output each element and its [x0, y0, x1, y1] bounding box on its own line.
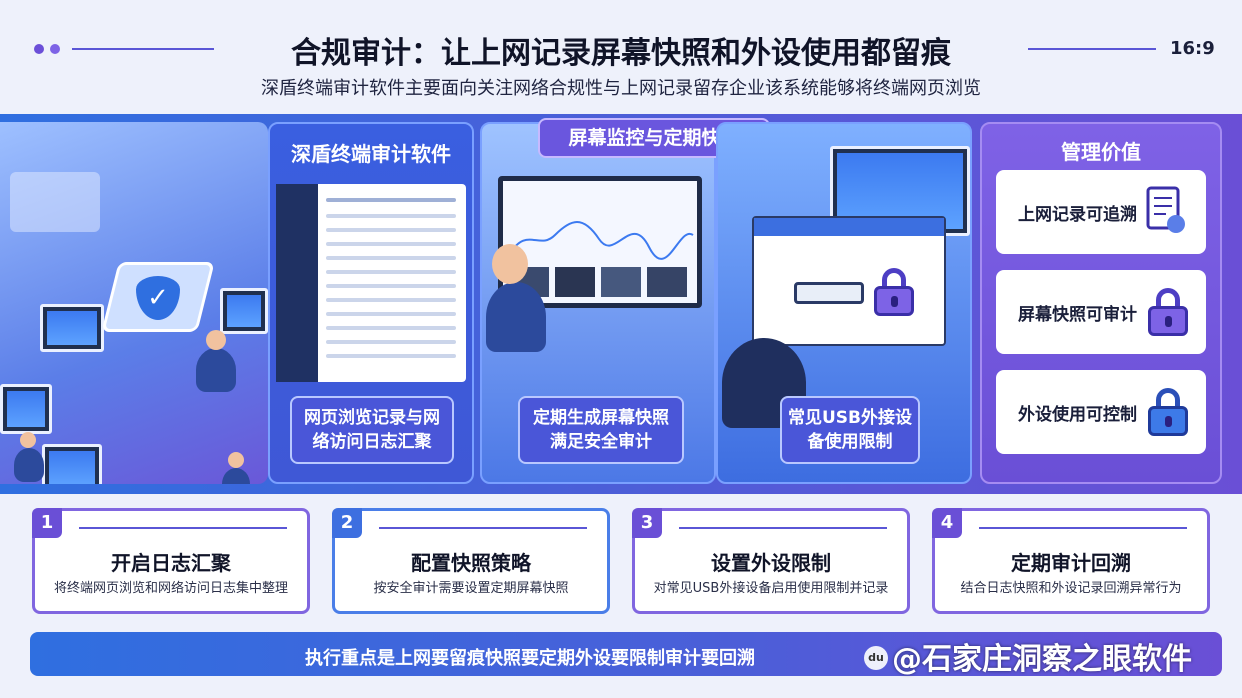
usb-blocked-dialog: [752, 216, 946, 346]
step-desc: 结合日志快照和外设记录回溯异常行为: [960, 581, 1182, 596]
screen-monitor-panel: 定期生成屏幕快照满足安全审计: [480, 122, 716, 484]
page-title: 合规审计：让上网记录屏幕快照和外设使用都留痕: [291, 36, 951, 71]
watermark-logo-icon: du: [864, 646, 888, 670]
value-card-traceable: 上网记录可追溯: [996, 170, 1206, 254]
step-title: 配置快照策略: [411, 551, 531, 575]
monitor-icon: [40, 304, 104, 352]
divider-left: [72, 48, 214, 50]
step-number: 1: [32, 508, 62, 538]
lock-icon: [1148, 288, 1188, 336]
aspect-ratio-label: 16:9: [1170, 38, 1215, 59]
value-card-controllable: 外设使用可控制: [996, 370, 1206, 454]
value-label: 屏幕快照可审计: [1018, 305, 1137, 325]
lock-icon: [1148, 388, 1188, 436]
monitor-screen: [498, 176, 702, 308]
decor-dots: [34, 44, 60, 54]
divider-right: [1028, 48, 1156, 50]
step-desc: 对常见USB外接设备启用使用限制并记录: [653, 581, 889, 596]
person-icon: [14, 448, 44, 482]
monitor-icon: [220, 288, 268, 334]
usb-feature-tag: 常见USB外接设备使用限制: [780, 396, 920, 464]
step-card-3: 3 设置外设限制 对常见USB外接设备启用使用限制并记录: [632, 508, 910, 614]
page-subtitle: 深盾终端审计软件主要面向关注网络合规性与上网记录留存企业该系统能够将终端网页浏览: [261, 78, 981, 99]
watermark-text: @石家庄洞察之眼软件: [892, 642, 1192, 677]
software-panel: 深盾终端审计软件 网页浏览记录与网络访问日志汇聚: [268, 122, 474, 484]
value-label: 上网记录可追溯: [1018, 205, 1137, 225]
software-title: 深盾终端审计软件: [291, 142, 451, 166]
snapshot-thumb: [647, 267, 687, 297]
person-icon: [222, 468, 250, 484]
document-check-icon: [1146, 186, 1185, 233]
step-title: 设置外设限制: [711, 551, 831, 575]
screen-feature-tag: 定期生成屏幕快照满足安全审计: [518, 396, 684, 464]
audit-software-screen: [276, 184, 466, 382]
person-icon: [486, 282, 546, 352]
step-number: 2: [332, 508, 362, 538]
value-title: 管理价值: [1061, 140, 1141, 164]
header: 合规审计：让上网记录屏幕快照和外设使用都留痕 16:9 深盾终端审计软件主要面向…: [0, 0, 1242, 112]
software-feature-tag: 网页浏览记录与网络访问日志汇聚: [290, 396, 454, 464]
step-desc: 按安全审计需要设置定期屏幕快照: [373, 581, 569, 596]
person-icon: [196, 348, 236, 392]
footer-banner: 执行重点是上网要留痕快照要定期外设要限制审计要回溯: [30, 632, 1222, 676]
usb-drive-icon: [794, 282, 864, 304]
step-card-4: 4 定期审计回溯 结合日志快照和外设记录回溯异常行为: [932, 508, 1210, 614]
lock-icon: [874, 268, 914, 316]
step-title: 定期审计回溯: [1011, 551, 1131, 575]
value-label: 外设使用可控制: [1018, 405, 1137, 425]
app-sidebar: [276, 184, 318, 382]
step-card-2: 2 配置快照策略 按安全审计需要设置定期屏幕快照: [332, 508, 610, 614]
step-card-1: 1 开启日志汇聚 将终端网页浏览和网络访问日志集中整理: [32, 508, 310, 614]
monitor-icon: [42, 444, 102, 484]
footer-text: 执行重点是上网要留痕快照要定期外设要限制审计要回溯: [305, 648, 755, 669]
step-title: 开启日志汇聚: [111, 551, 231, 575]
snapshot-thumb: [601, 267, 641, 297]
trend-chart-graphic: [508, 221, 694, 260]
snapshot-thumb: [555, 267, 595, 297]
monitor-icon: [0, 384, 52, 434]
step-number: 3: [632, 508, 662, 538]
value-card-auditable: 屏幕快照可审计: [996, 270, 1206, 354]
usb-control-panel: 常见USB外接设备使用限制: [716, 122, 972, 484]
step-number: 4: [932, 508, 962, 538]
step-desc: 将终端网页浏览和网络访问日志集中整理: [53, 581, 288, 596]
